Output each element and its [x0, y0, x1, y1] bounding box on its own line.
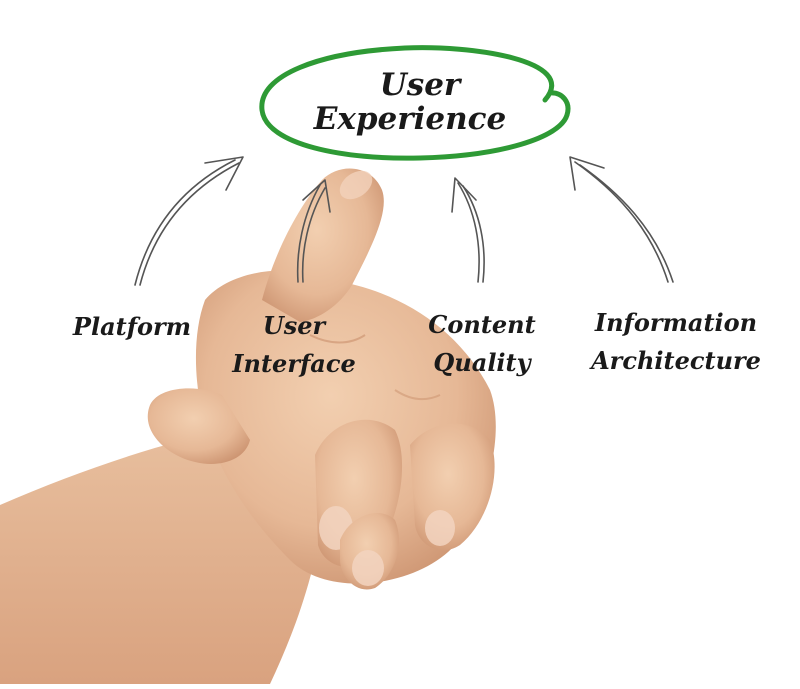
central-ring — [259, 45, 571, 161]
thumb — [147, 388, 250, 464]
arrow-information-architecture — [569, 156, 674, 283]
node-information-architecture-line-1: Information — [594, 308, 757, 337]
node-user-interface: User Interface — [231, 311, 355, 378]
arrow-content-quality — [451, 177, 485, 283]
node-content-quality-line-1: Content — [428, 310, 535, 339]
node-information-architecture: Information Architecture — [589, 308, 761, 375]
hand-pointing — [0, 168, 496, 684]
index-fingernail — [339, 170, 373, 200]
knuckle-crease — [394, 389, 441, 401]
node-user-interface-line-1: User — [263, 311, 328, 340]
central-title-line-2: Experience — [313, 101, 506, 137]
central-node: User Experience — [259, 45, 571, 161]
little-fingernail — [425, 510, 455, 546]
node-content-quality: Content Quality — [428, 310, 535, 377]
node-user-interface-line-2: Interface — [231, 349, 355, 378]
node-platform: Platform — [72, 312, 191, 341]
ring-fingernail — [352, 550, 384, 586]
arrow-user-interface — [296, 179, 331, 283]
arrows — [134, 156, 674, 286]
node-platform-line-1: Platform — [72, 312, 191, 341]
node-content-quality-line-2: Quality — [433, 348, 532, 377]
knuckle-crease — [309, 334, 366, 344]
node-information-architecture-line-2: Architecture — [589, 346, 761, 375]
central-title-line-1: User — [380, 67, 463, 103]
index-finger — [262, 168, 384, 322]
arrow-platform — [134, 156, 244, 286]
